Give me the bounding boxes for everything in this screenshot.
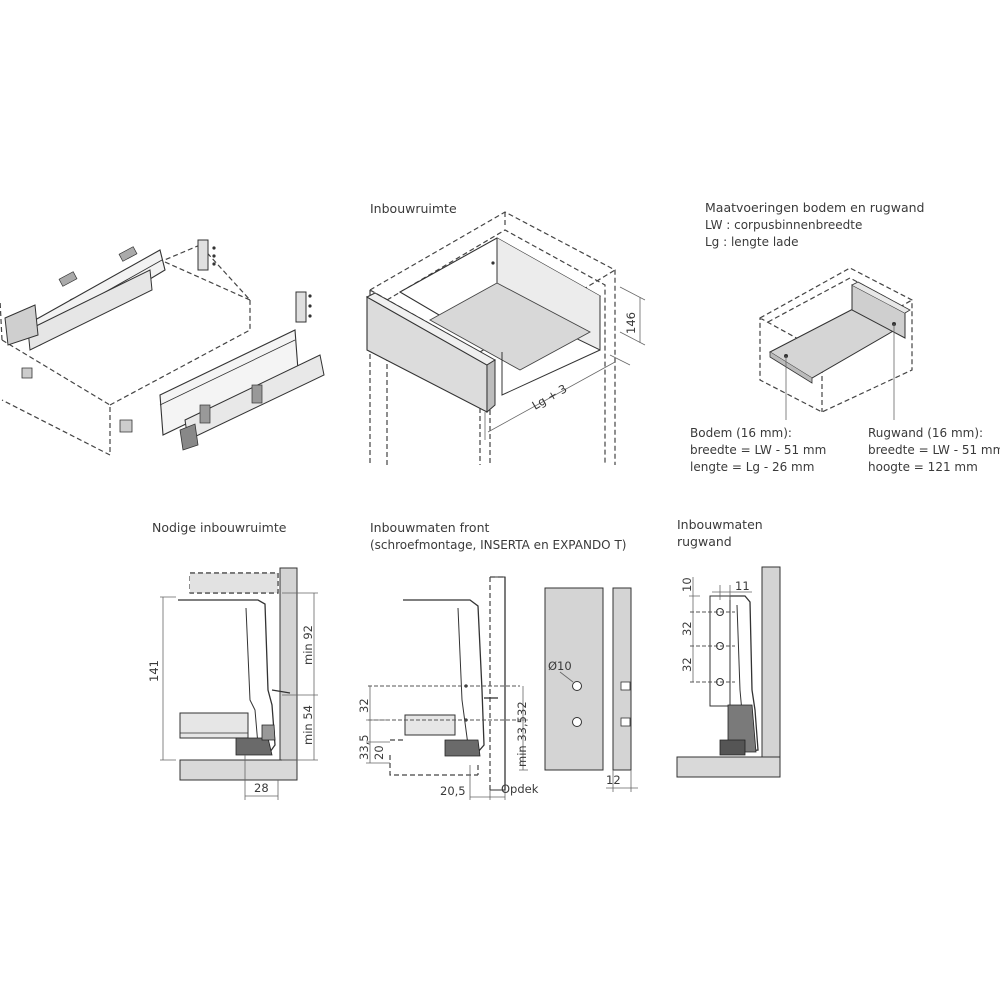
label-opdek: Opdek xyxy=(501,782,539,796)
dim-min-33-5: min 33,5 xyxy=(515,716,529,767)
dim-28: 28 xyxy=(254,781,269,795)
dim-33-5-front: 33,5 xyxy=(357,734,371,760)
rugwand-hoogte: hoogte = 121 mm xyxy=(868,460,978,474)
dim-32-rug-b: 32 xyxy=(680,657,694,672)
rugwand-section: 10 32 32 11 xyxy=(676,566,781,778)
right-drawer-side xyxy=(159,329,325,451)
dim-32-front: 32 xyxy=(357,698,371,713)
dim-141: 141 xyxy=(147,660,161,682)
dim-32-right: 32 xyxy=(515,701,529,716)
title-rugwand-2: rugwand xyxy=(677,534,732,549)
dim-min-54: min 54 xyxy=(301,705,315,745)
dim-lg-plus-3: Lg + 3 xyxy=(530,381,570,412)
dim-20-5: 20,5 xyxy=(440,784,466,798)
dim-20-front: 20 xyxy=(372,745,386,760)
title-front: Inbouwmaten front xyxy=(370,520,489,535)
title-front-sub: (schroefmontage, INSERTA en EXPANDO T) xyxy=(370,538,626,552)
bodem-lengte: lengte = Lg - 26 mm xyxy=(690,460,814,474)
rugwand-breedte: breedte = LW - 51 mm xyxy=(868,443,1000,457)
drawer-exploded-view xyxy=(0,239,325,456)
bodem-breedte: breedte = LW - 51 mm xyxy=(690,443,826,457)
front-section: 32 33,5 20 20,5 Opdek min 33,5 32 Ø10 12 xyxy=(357,576,638,800)
dim-10: 10 xyxy=(680,577,694,592)
title-nodige: Nodige inbouwruimte xyxy=(152,520,287,535)
dim-146: 146 xyxy=(624,312,638,334)
left-drawer-side xyxy=(4,246,166,351)
rear-bracket-left xyxy=(197,239,216,271)
rugwand-title: Rugwand (16 mm): xyxy=(868,426,983,440)
dim-32-rug-a: 32 xyxy=(680,621,694,636)
dim-11: 11 xyxy=(735,579,750,593)
nodige-inbouwruimte-section: 141 min 92 min 54 28 xyxy=(147,567,318,800)
title-maatvoeringen: Maatvoeringen bodem en rugwand xyxy=(705,200,924,215)
title-rugwand-1: Inbouwmaten xyxy=(677,517,763,532)
dim-phi-10: Ø10 xyxy=(548,659,572,673)
dim-min-92: min 92 xyxy=(301,625,315,665)
rear-bracket-right xyxy=(295,291,312,323)
bodem-rugwand-drawing xyxy=(759,267,913,420)
inbouwruimte-drawing: 146 Lg + 3 xyxy=(365,211,646,465)
dim-12: 12 xyxy=(606,773,621,787)
title-inbouwruimte: Inbouwruimte xyxy=(370,201,457,216)
legend-lw: LW : corpusbinnenbreedte xyxy=(705,218,862,232)
front-panel xyxy=(365,292,496,414)
legend-lg: Lg : lengte lade xyxy=(705,235,799,249)
bodem-title: Bodem (16 mm): xyxy=(690,426,792,440)
